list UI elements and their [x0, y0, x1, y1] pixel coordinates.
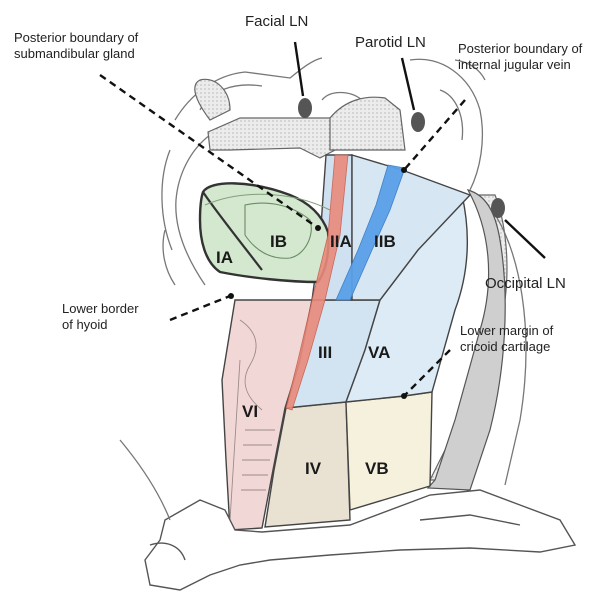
cricoid-label-line1: Lower margin of	[460, 323, 554, 338]
level-va-label: VA	[368, 343, 390, 362]
jugular-boundary-label-line1: Posterior boundary of	[458, 41, 583, 56]
submandibular-boundary-label-line1: Posterior boundary of	[14, 30, 139, 45]
occipital-ln-label: Occipital LN	[485, 275, 566, 292]
parotid-lymph-node	[411, 112, 425, 132]
occipital-lymph-node	[491, 198, 505, 218]
level-ia-label: IA	[216, 248, 233, 267]
hyoid-label-line2: of hyoid	[62, 317, 108, 332]
level-iv-label: IV	[305, 459, 322, 478]
facial-ln-label: Facial LN	[245, 13, 308, 30]
parotid-ln-label: Parotid LN	[355, 34, 426, 51]
level-i-region	[200, 183, 328, 282]
jugular-boundary-leader	[404, 100, 465, 170]
level-iii-label: III	[318, 343, 332, 362]
cricoid-point	[401, 393, 407, 399]
level-vb-label: VB	[365, 459, 389, 478]
level-iib-label: IIB	[374, 232, 396, 251]
jugular-boundary-label-line2: internal jugular vein	[458, 57, 571, 72]
facial-lymph-node	[298, 98, 312, 118]
level-vi-label: VI	[242, 402, 258, 421]
hyoid-label-line1: Lower border	[62, 301, 139, 316]
cricoid-label-line2: cricoid cartilage	[460, 339, 550, 354]
hyoid-leader	[170, 296, 230, 320]
level-ib-label: IB	[270, 232, 287, 251]
hyoid-point	[228, 293, 234, 299]
submandibular-boundary-point	[315, 225, 321, 231]
submandibular-boundary-label-line2: submandibular gland	[14, 46, 135, 61]
level-iia-label: IIA	[330, 232, 352, 251]
parotid-ln-leader	[402, 58, 414, 110]
level-vb-region	[346, 392, 432, 510]
jugular-boundary-point	[401, 167, 407, 173]
shoulder-line	[120, 440, 170, 520]
occipital-ln-leader	[505, 220, 545, 258]
